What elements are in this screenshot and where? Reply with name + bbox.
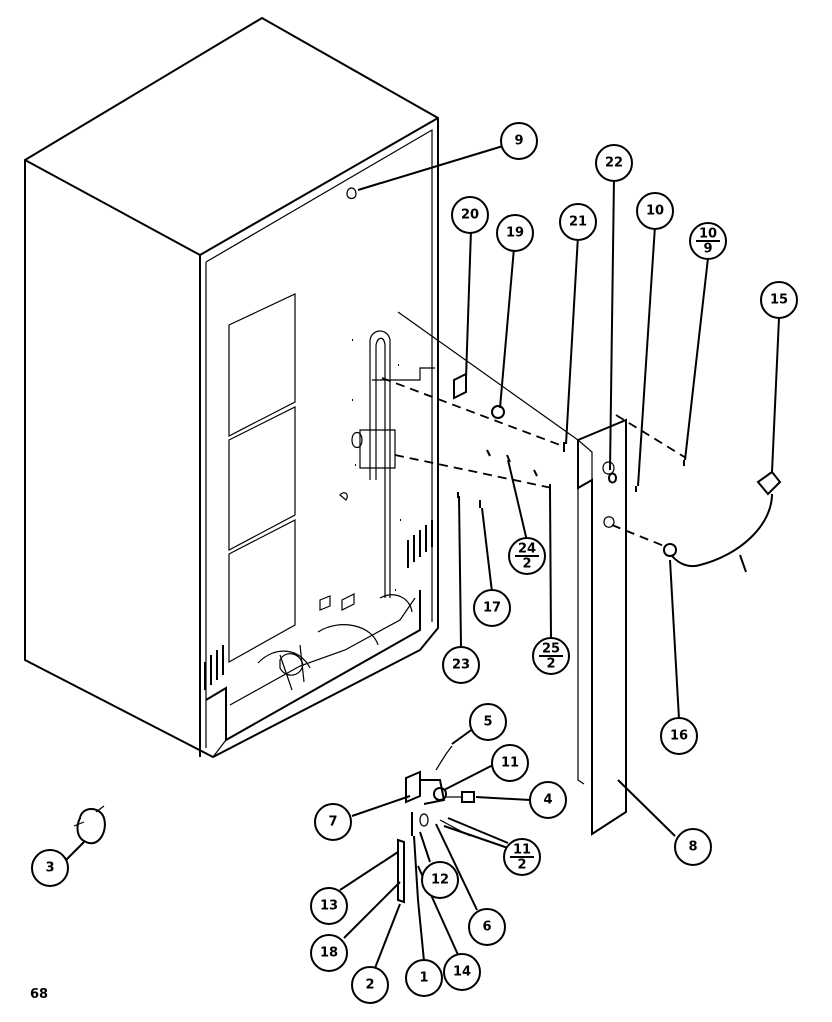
callout-number: 16 — [670, 729, 688, 744]
callout-11: 11 — [491, 744, 529, 782]
callout-number: 7 — [328, 815, 337, 830]
callout-circle — [442, 646, 480, 684]
callout-circle — [760, 281, 798, 319]
callout-circle — [351, 966, 389, 1004]
callout-number: 20 — [461, 208, 479, 223]
callout-circle — [491, 744, 529, 782]
callout-circle — [559, 203, 597, 241]
callout-number: 13 — [320, 899, 338, 914]
rear-access-panel — [577, 418, 627, 836]
callout-22: 22 — [595, 144, 633, 182]
callout-number: 9 — [514, 134, 523, 149]
callout-circle — [595, 144, 633, 182]
callout-number: 21 — [569, 215, 587, 230]
callout-number: 8 — [688, 840, 697, 855]
callout-11-2: 112 — [503, 838, 541, 876]
callout-number: 25 — [542, 642, 560, 657]
callout-number: 23 — [452, 658, 470, 673]
callout-circle — [473, 589, 511, 627]
refrigerator-cabinet — [24, 16, 439, 759]
callout-number: 10 — [646, 204, 664, 219]
callout-circle — [674, 828, 712, 866]
callout-number: 15 — [770, 293, 788, 308]
callout-number: 11 — [501, 756, 519, 771]
callout-number: 11 — [513, 843, 531, 858]
callout-14: 14 — [443, 953, 481, 991]
callout-circle — [451, 196, 489, 234]
callout-number: 1 — [419, 971, 428, 986]
callout-circle — [405, 959, 443, 997]
callout-number: 17 — [483, 601, 501, 616]
callout-10-9: 109 — [689, 222, 727, 260]
callout-10: 10 — [636, 192, 674, 230]
callout-12: 12 — [421, 861, 459, 899]
callout-number: 5 — [483, 715, 492, 730]
callout-circle — [468, 908, 506, 946]
callout-circle — [636, 192, 674, 230]
callout-quantity: 2 — [522, 557, 531, 572]
callout-number: 19 — [506, 226, 524, 241]
callout-2: 2 — [351, 966, 389, 1004]
callout-quantity: 2 — [517, 858, 526, 873]
callout-labels: 9222019211010915242172325216511471128313… — [31, 122, 798, 1004]
callout-circle — [31, 849, 69, 887]
callout-15: 15 — [760, 281, 798, 319]
callout-number: 3 — [45, 861, 54, 876]
callout-17: 17 — [473, 589, 511, 627]
callout-number: 2 — [365, 978, 374, 993]
page-number: 68 — [30, 987, 48, 1002]
callout-circle — [469, 703, 507, 741]
leader-lines — [65, 145, 780, 969]
callout-4: 4 — [529, 781, 567, 819]
callout-circle — [496, 214, 534, 252]
callout-16: 16 — [660, 717, 698, 755]
callout-number: 12 — [431, 873, 449, 888]
callout-13: 13 — [310, 887, 348, 925]
callout-23: 23 — [442, 646, 480, 684]
callout-circle — [529, 781, 567, 819]
callout-number: 24 — [518, 542, 536, 557]
callout-quantity: 9 — [703, 242, 712, 257]
callout-number: 10 — [699, 227, 717, 242]
callout-21: 21 — [559, 203, 597, 241]
callout-circle — [660, 717, 698, 755]
callout-7: 7 — [314, 803, 352, 841]
callout-number: 4 — [543, 793, 552, 808]
callout-3: 3 — [31, 849, 69, 887]
callout-number: 18 — [320, 946, 338, 961]
callout-number: 14 — [453, 965, 471, 980]
callout-circle — [500, 122, 538, 160]
callout-20: 20 — [451, 196, 489, 234]
callout-25-2: 252 — [532, 637, 570, 675]
callout-circle — [310, 887, 348, 925]
alignment-lines — [381, 311, 687, 547]
callout-18: 18 — [310, 934, 348, 972]
callout-5: 5 — [469, 703, 507, 741]
callout-circle — [314, 803, 352, 841]
callout-1: 1 — [405, 959, 443, 997]
callout-circle — [443, 953, 481, 991]
callout-8: 8 — [674, 828, 712, 866]
callout-circle — [310, 934, 348, 972]
hardware-parts — [73, 372, 782, 904]
callout-number: 6 — [482, 920, 491, 935]
callout-24-2: 242 — [508, 537, 546, 575]
callout-9: 9 — [500, 122, 538, 160]
callout-quantity: 2 — [546, 657, 555, 672]
callout-6: 6 — [468, 908, 506, 946]
callout-number: 22 — [605, 156, 623, 171]
callout-circle — [421, 861, 459, 899]
callout-19: 19 — [496, 214, 534, 252]
